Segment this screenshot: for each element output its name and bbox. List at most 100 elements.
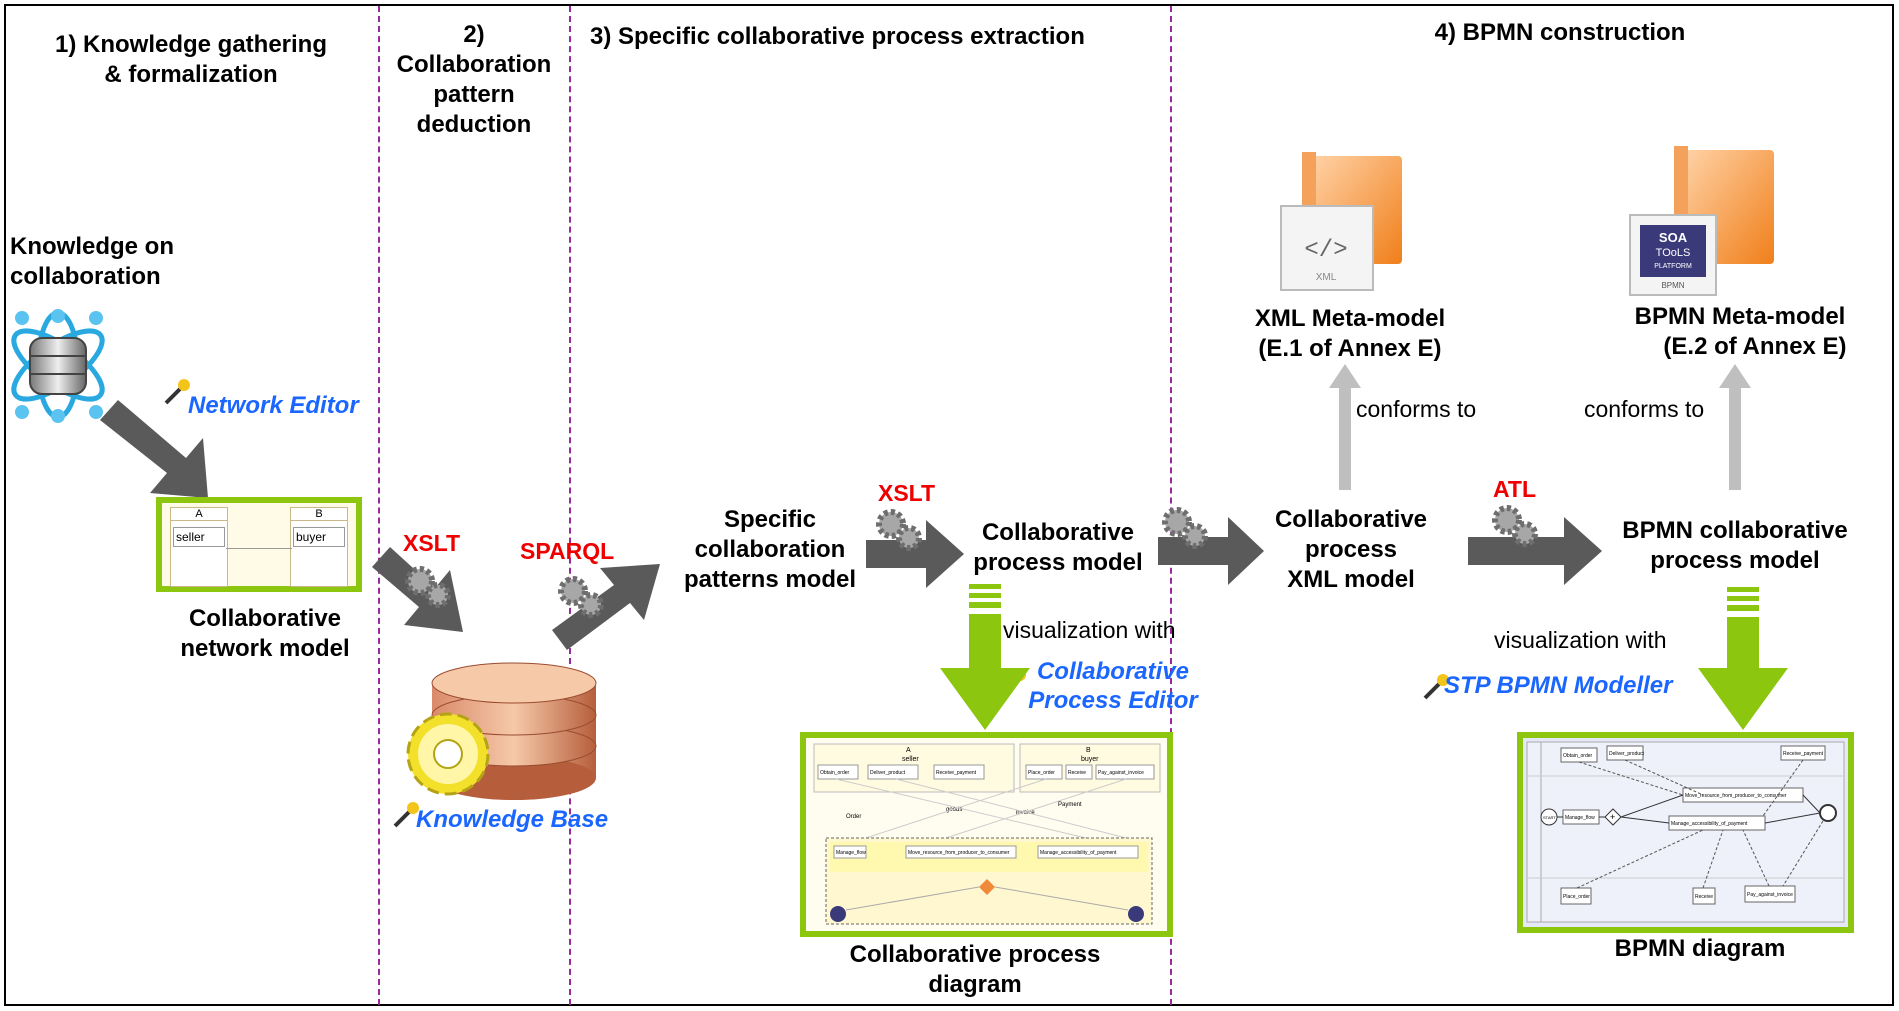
sparql-label: SPARQL [520, 538, 615, 564]
cp-editor-line-2: Process Editor [1028, 686, 1198, 714]
xml-file-label: XML [1316, 272, 1337, 283]
cp-xml-line-1: Collaborative [1274, 506, 1428, 533]
bpmn-meta-line-1: BPMN Meta-model [1634, 303, 1846, 330]
bpmn-label-receive-payment: Receive_payment [1783, 751, 1824, 757]
cp-label-role-b: B [1086, 747, 1091, 754]
phase-2-line-4: deduction [416, 111, 532, 138]
xslt-label-2: XSLT [878, 480, 936, 506]
cp-label-seller: seller [902, 756, 919, 763]
flow-arrows [100, 400, 1602, 650]
knowledge-on-collaboration: Knowledge on collaboration [10, 232, 210, 292]
knowledge-line-1: Knowledge on [10, 233, 174, 260]
svg-text:</>: </> [1304, 237, 1347, 264]
role-b-label: B [291, 508, 347, 521]
bpmn-diagram: BPMN diagram [1614, 935, 1786, 962]
bpmn-meta-line-2: (E.2 of Annex E) [1663, 333, 1847, 360]
cp-label-move-resource: Move_resource_from_producer_to_consumer [908, 850, 1010, 856]
diagram-frame [4, 4, 1894, 1006]
soa-text: SOA [1659, 230, 1688, 245]
cp-xml-line-3: XML model [1287, 566, 1415, 593]
arrow-xml-to-bpmn [1468, 517, 1602, 585]
soa-bpmn-text: BPMN [1661, 281, 1684, 290]
phase-2-header: 2) Collaboration pattern deduction [380, 20, 568, 140]
patterns-line-3: patterns model [683, 566, 857, 593]
gear-icon [558, 576, 604, 618]
cp-label-manage-accessibility: Manage_accessibility_of_payment [1040, 850, 1117, 856]
cp-label-order: Order [846, 814, 861, 820]
cp-model-line-2: process model [973, 549, 1143, 576]
cp-diagram-thumbnail: A seller B buyer Obtain_order Deliver_pr… [800, 732, 1173, 937]
buyer-label: buyer [293, 527, 345, 547]
cp-diagram-line-2: diagram [928, 971, 1022, 998]
specific-collaboration-patterns-model: Specific collaboration patterns model [670, 505, 870, 595]
arrow-cpmodel-to-xml [1158, 517, 1264, 585]
gear-icon [1492, 505, 1538, 547]
cp-label-invoice: invoice [1016, 810, 1035, 816]
atl-label: ATL [1493, 476, 1537, 502]
cp-label-obtain-order: Obtain_order [820, 770, 850, 776]
soa-platform-text: PLATFORM [1654, 263, 1692, 270]
arrow-kb-to-patterns [552, 564, 660, 650]
wand-icon [1423, 674, 1449, 700]
patterns-line-2: collaboration [694, 536, 846, 563]
cp-label-buyer: buyer [1081, 756, 1099, 763]
bpmn-collaborative-process-model: BPMN collaborative process model [1600, 516, 1870, 576]
visualization-arrows [940, 584, 1788, 730]
phase-2-line-1: 2) [463, 21, 485, 48]
phase-3-header: 3) Specific collaborative process extrac… [590, 23, 1085, 50]
visualization-with-label-1: visualization with [1003, 617, 1176, 643]
arrow-knowledge-to-network [100, 400, 208, 498]
bpmn-label-obtain-order: Obtain_order [1563, 753, 1593, 759]
bpmn-label-move-resource: Move_resource_from_producer_to_consumer [1685, 793, 1787, 799]
cp-xml-line-2: process [1304, 536, 1398, 563]
phase-1-header: 1) Knowledge gathering & formalization [26, 30, 356, 90]
gear-icons [405, 505, 1538, 618]
collaborative-process-model: Collaborative process model [958, 518, 1158, 578]
bpmn-meta-model: BPMN Meta-model (E.2 of Annex E) [1600, 302, 1880, 362]
xml-meta-line-2: (E.1 of Annex E) [1258, 335, 1442, 362]
bpmn-label-manage-accessibility: Manage_accessibility_of_payment [1671, 821, 1748, 827]
knowledge-line-2: collaboration [10, 263, 161, 290]
bpmn-label-receive: Receive [1695, 894, 1713, 900]
xml-meta-line-1: XML Meta-model [1254, 305, 1446, 332]
phase-1-line-1: 1) Knowledge gathering [54, 31, 327, 58]
cp-diagram-line-1: Collaborative process [849, 941, 1101, 968]
bpmn-label-manage-flow: Manage_flow [1565, 815, 1595, 821]
collaborative-network-model: Collaborative network model [150, 604, 380, 664]
network-editor-tool: Network Editor [188, 392, 359, 419]
soa-folder-icon: SOA TOoLS PLATFORM BPMN [1629, 146, 1774, 296]
cp-label-deliver-product: Deliver_product [870, 770, 906, 776]
cp-label-role-a: A [906, 747, 911, 754]
cp-label-manage-flow: Manage_flow [836, 850, 866, 856]
network-model-thumbnail: A seller B buyer [156, 497, 362, 592]
knowledge-atom-icon [11, 309, 105, 423]
bpmn-label-deliver-product: Deliver_product [1609, 751, 1645, 757]
role-a-label: A [171, 508, 227, 521]
gear-icon [405, 566, 451, 608]
conforms-arrows [1329, 364, 1751, 490]
bpmn-cp-line-1: BPMN collaborative [1622, 517, 1848, 544]
wand-icon [164, 379, 190, 405]
collaborative-process-xml-model: Collaborative process XML model [1246, 505, 1456, 595]
collaborative-process-diagram: Collaborative process diagram [810, 940, 1140, 1000]
gear-icon [1162, 507, 1208, 549]
patterns-line-1: Specific [723, 506, 817, 533]
network-model-line-1: Collaborative [188, 605, 342, 632]
stp-bpmn-modeller-tool: STP BPMN Modeller [1444, 672, 1673, 699]
svg-text:+: + [1610, 812, 1615, 822]
bpmn-diagram-thumbnail: Obtain_order Deliver_product Receive_pay… [1517, 732, 1854, 933]
bpmn-label-pay-invoice: Pay_against_invoice [1747, 892, 1793, 898]
cp-model-line-1: Collaborative [981, 519, 1135, 546]
phase-4-header: 4) BPMN construction [1434, 19, 1686, 46]
phase-divider-2 [569, 6, 571, 1005]
arrow-vis-cp-diagram [940, 614, 1030, 730]
seller-label: seller [173, 527, 225, 547]
phase-divider-1 [378, 6, 380, 1005]
network-model-line-2: network model [180, 635, 350, 662]
arrow-conforms-bpmn-meta [1719, 364, 1751, 490]
xslt-label-1: XSLT [403, 530, 461, 556]
xml-meta-model: XML Meta-model (E.1 of Annex E) [1220, 304, 1480, 364]
gear-icon [876, 509, 922, 551]
